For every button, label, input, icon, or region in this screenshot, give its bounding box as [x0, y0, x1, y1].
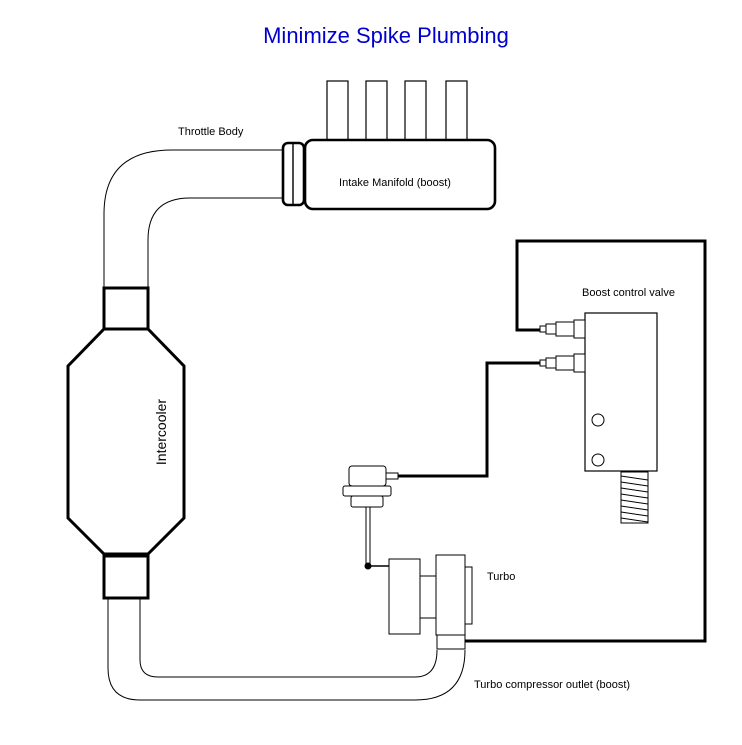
charge-pipe-lower-inner	[139, 598, 438, 678]
valve-port-lower	[591, 453, 605, 467]
charge-pipe-upper-inner	[147, 197, 284, 288]
intake-runner-4	[445, 80, 468, 143]
intake-runner-2	[365, 80, 388, 143]
valve-port-upper	[591, 413, 605, 427]
intake-runners	[326, 80, 468, 143]
turbo-outlet-label: Turbo compressor outlet (boost)	[474, 679, 630, 691]
wastegate-actuator	[342, 465, 399, 566]
intercooler-coupler-top	[102, 286, 150, 331]
charge-pipe-lower	[107, 598, 466, 701]
boost-reference-line	[465, 239, 707, 643]
valve-fitting-lower	[539, 353, 586, 373]
intercooler-coupler-bottom	[102, 554, 150, 600]
intake-manifold-label: Intake Manifold (boost)	[339, 177, 451, 189]
intake-runner-3	[404, 80, 427, 143]
wastegate-signal-line	[398, 361, 540, 478]
turbo	[388, 554, 473, 650]
turbo-label: Turbo	[487, 571, 515, 583]
charge-pipe-upper	[103, 149, 284, 288]
intake-runner-1	[326, 80, 349, 143]
throttle-body-label: Throttle Body	[178, 126, 244, 138]
valve-fitting-upper	[539, 319, 586, 339]
boost-control-valve-label: Boost control valve	[582, 287, 675, 299]
intercooler-body	[66, 327, 186, 556]
diagram-title: Minimize Spike Plumbing	[263, 23, 509, 48]
boost-control-valve-body	[584, 312, 658, 472]
intake-manifold-body	[303, 138, 497, 211]
intercooler-label: Intercooler	[153, 399, 169, 465]
adjustment-screw	[620, 471, 649, 524]
